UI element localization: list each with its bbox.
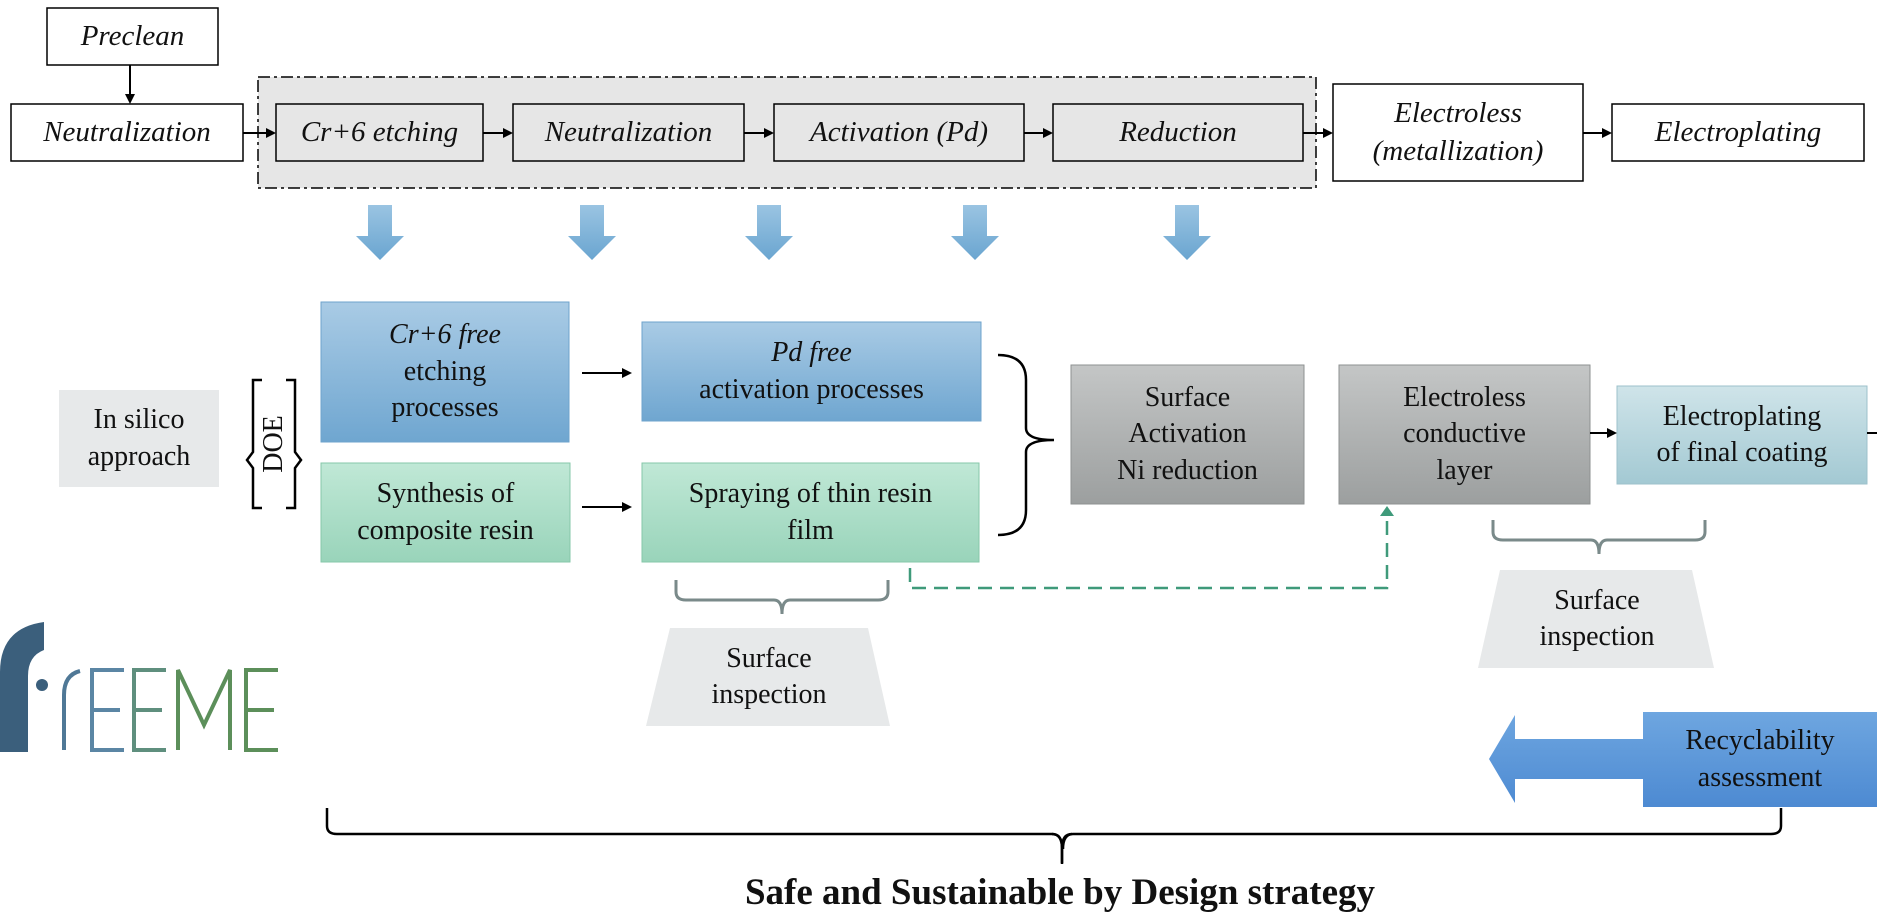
down-arrow-4 [951,205,999,260]
electroless-label: Electroless (metallization) [1333,84,1583,181]
in-silico-label: In silico approach [59,390,219,487]
down-arrow-3 [745,205,793,260]
inspection-trapezoid-1 [646,628,890,726]
recyclability-line1: Recyclability [1685,725,1835,757]
spraying-line1: Spraying of thin resin [688,478,933,510]
doe-label: DOE [257,415,289,473]
logo-dot [36,679,48,691]
neutralization-label-2: Neutralization [544,115,713,148]
electroless-layer-label: Electroless conductive layer [1339,365,1590,504]
pd-free-line2: activation processes [699,373,924,405]
recyclability-box [1643,712,1877,807]
inspection-label-1: Surface inspection [658,628,880,726]
synthesis-label: Synthesis of composite resin [321,463,570,562]
activation-label: Activation (Pd) [810,115,988,148]
surface-activation-line1: Surface [1144,381,1231,413]
in-silico-line2: approach [87,440,191,472]
pd-free-box [641,321,982,422]
inspection-2-line1: Surface [1554,584,1640,616]
in-silico-line1: In silico [93,404,185,436]
doe-bracket-right [286,378,303,510]
down-arrow-5 [1163,205,1211,260]
electroplating-final-label: Electroplating of final coating [1617,386,1867,484]
inspection-trapezoid-2 [1478,570,1714,668]
spraying-box [641,462,980,563]
neutralization-box-1 [10,103,244,162]
synthesis-line2: composite resin [357,514,534,546]
electroless-box [1332,83,1584,182]
reduction-label: Reduction [1119,115,1237,148]
pd-free-line1: Pd free [771,337,852,369]
down-arrow-1 [356,205,404,260]
strategy-brace-tip [1051,832,1073,864]
inspection-brace-2 [1491,520,1707,555]
cr-free-label: Cr+6 free etching processes [321,302,569,442]
electroless-label-line1: Electroless [1394,96,1522,129]
logo-r [62,669,81,750]
activation-box [773,103,1025,162]
neutralization-box-2 [512,103,745,162]
electroless-label-line2: (metallization) [1372,134,1544,167]
merge-brace [997,353,1055,537]
inspection-1-line1: Surface [726,642,812,674]
dashed-link-arrowhead [1380,506,1394,516]
electroplating-final-line1: Electroplating [1662,400,1822,432]
electroless-layer-line1: Electroless [1403,381,1526,413]
in-silico-box [59,390,219,487]
inspection-label-2: Surface inspection [1486,570,1708,668]
logo-e1 [90,668,124,752]
synthesis-box [320,462,571,563]
spraying-label: Spraying of thin resin film [642,463,979,562]
spraying-line2: film [787,514,834,546]
down-arrow-2 [568,205,616,260]
neutralization-label-1: Neutralization [43,115,211,148]
cr-free-box [320,301,570,443]
inspection-2-line2: inspection [1539,621,1655,652]
electroplating-label: Electroplating [1654,115,1822,148]
electroless-layer-box [1338,364,1591,505]
cr-free-line3: processes [391,392,499,424]
cr-free-line2: etching [403,355,487,387]
dashed-link [908,518,1389,590]
logo-f-stroke [0,622,44,752]
logo-e3 [244,668,278,752]
recyclability-label: Recyclability assessment [1643,712,1877,807]
reduction-box [1052,103,1304,162]
surface-activation-box [1070,364,1305,505]
recyclability-line2: assessment [1697,761,1823,793]
surface-activation-label: Surface Activation Ni reduction [1071,365,1304,504]
electroless-layer-line2: conductive [1403,418,1526,450]
preclean-box [46,7,219,66]
pd-free-label: Pd free activation processes [642,322,981,421]
surface-activation-line3: Ni reduction [1117,454,1258,486]
inspection-1-line2: inspection [711,679,827,710]
strategy-brace [325,808,1783,863]
electroplating-final-box [1616,385,1868,485]
strategy-title: Safe and Sustainable by Design strategy [744,871,1376,913]
electroplating-box [1611,103,1865,162]
doe-bracket [245,378,262,510]
freeme-logo [0,622,278,752]
logo-m [176,669,232,750]
surface-activation-line2: Activation [1128,418,1247,450]
electroplating-final-line2: of final coating [1656,437,1828,468]
cr-free-line1: Cr+6 free [389,319,501,351]
preclean-label: Preclean [80,19,185,52]
synthesis-line1: Synthesis of [376,478,515,510]
electroless-layer-line3: layer [1436,454,1493,486]
etching-label: Cr+6 etching [300,115,459,148]
inspection-brace-1 [674,580,890,615]
logo-e2 [132,668,166,752]
